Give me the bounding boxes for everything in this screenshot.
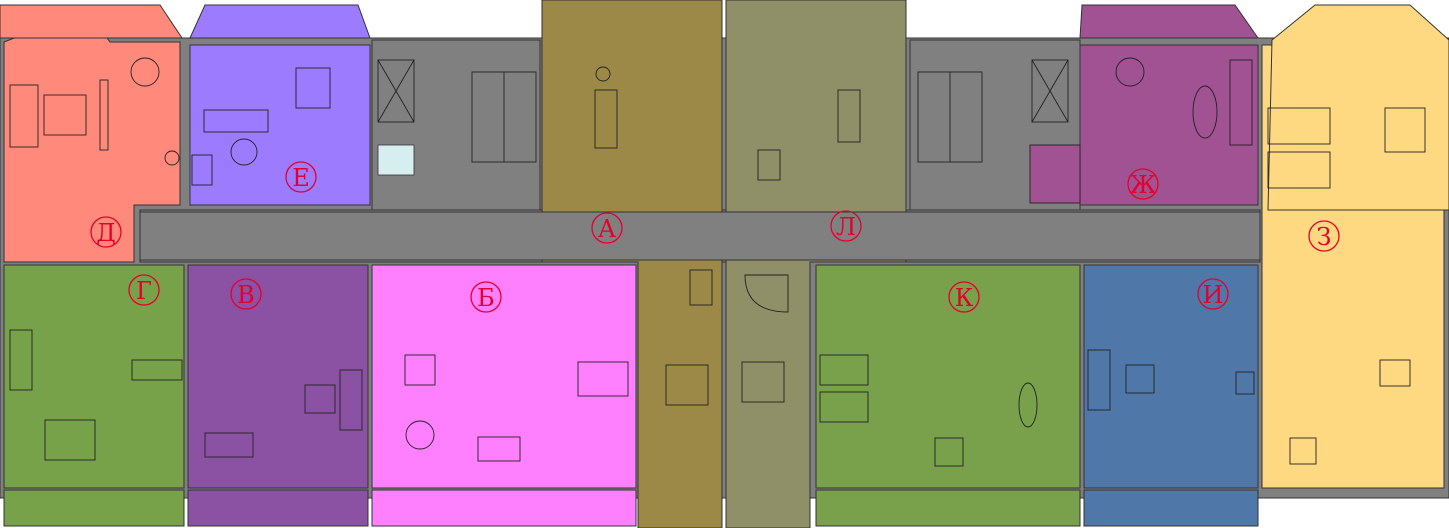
apartment-g-balcony [3,489,185,527]
apartment-z-balcony [1267,4,1449,211]
apartment-l[interactable] [725,0,907,528]
label-b-text: Б [477,284,495,312]
label-b: Б [470,281,502,313]
apartment-i-fill [1083,264,1259,489]
label-a: А [591,212,623,244]
label-g: Г [128,274,160,306]
label-k: К [948,281,980,313]
apartment-b-balcony [371,489,637,527]
apartment-i[interactable] [1083,264,1259,527]
apartment-e[interactable] [189,4,371,206]
apartment-k-fill [815,264,1081,489]
apartment-a-fill [541,0,723,528]
stair-flight-left [471,71,537,163]
apartment-a[interactable] [541,0,723,528]
apartment-l-fill [725,0,907,528]
label-e-text: Е [292,164,310,192]
label-zh: Ж [1127,168,1159,200]
label-d: Д [90,216,122,248]
label-i-text: И [1203,281,1224,309]
apartment-e-balcony [189,4,371,39]
apartment-g-fill [3,264,185,489]
apartment-g[interactable] [3,264,185,527]
apartment-zh[interactable] [1029,4,1259,206]
label-k-text: К [955,284,974,312]
apartment-d-balcony [0,4,183,39]
label-z-text: З [1317,223,1332,251]
label-v-text: В [237,281,255,309]
label-zh-text: Ж [1130,171,1157,199]
label-v: В [230,278,262,310]
label-e: Е [285,161,317,193]
label-i: И [1197,278,1229,310]
label-d-text: Д [96,219,116,247]
apartment-k-balcony [815,489,1081,527]
label-z: З [1308,220,1340,252]
apartment-b-fill [371,264,637,489]
stair-core-left [371,39,541,211]
apartment-z[interactable] [1261,4,1449,489]
apartment-v-balcony [187,489,369,527]
apartment-zh-balcony [1079,4,1259,39]
apartment-i-balcony [1083,489,1259,527]
apartment-e-fill [189,44,371,206]
apartment-labels: А Б В Г Д Е Ж З И К Л [90,161,1340,313]
label-g-text: Г [136,277,152,305]
label-a-text: А [598,215,616,243]
label-l: Л [830,210,862,242]
label-l-text: Л [836,213,856,241]
central-corridor [139,211,1261,261]
apartment-v-fill [187,264,369,489]
apartment-d[interactable] [0,4,183,263]
apartment-b[interactable] [371,264,637,527]
apartment-zh-fill [1079,44,1259,206]
apartment-v[interactable] [187,264,369,527]
apartment-k[interactable] [815,264,1081,527]
